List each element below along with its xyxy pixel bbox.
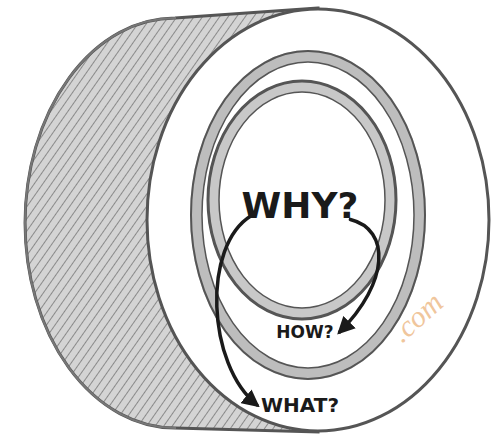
- circle-label: WHY?: [242, 185, 359, 226]
- ring-edge: [208, 81, 396, 319]
- ring-edge: [147, 9, 489, 431]
- outer-circle: WHY? HOW? WHAT?: [146, 8, 490, 432]
- curved-arrow: [340, 220, 379, 333]
- ring-inner-edge: [202, 62, 414, 368]
- ring-inner-edge: [219, 92, 385, 308]
- circle-label: HOW?: [276, 322, 333, 342]
- inner-circle: WHY?: [207, 80, 397, 320]
- curved-arrow: [217, 216, 257, 406]
- ring-band: [213, 86, 391, 314]
- circle-label: WHAT?: [261, 393, 339, 417]
